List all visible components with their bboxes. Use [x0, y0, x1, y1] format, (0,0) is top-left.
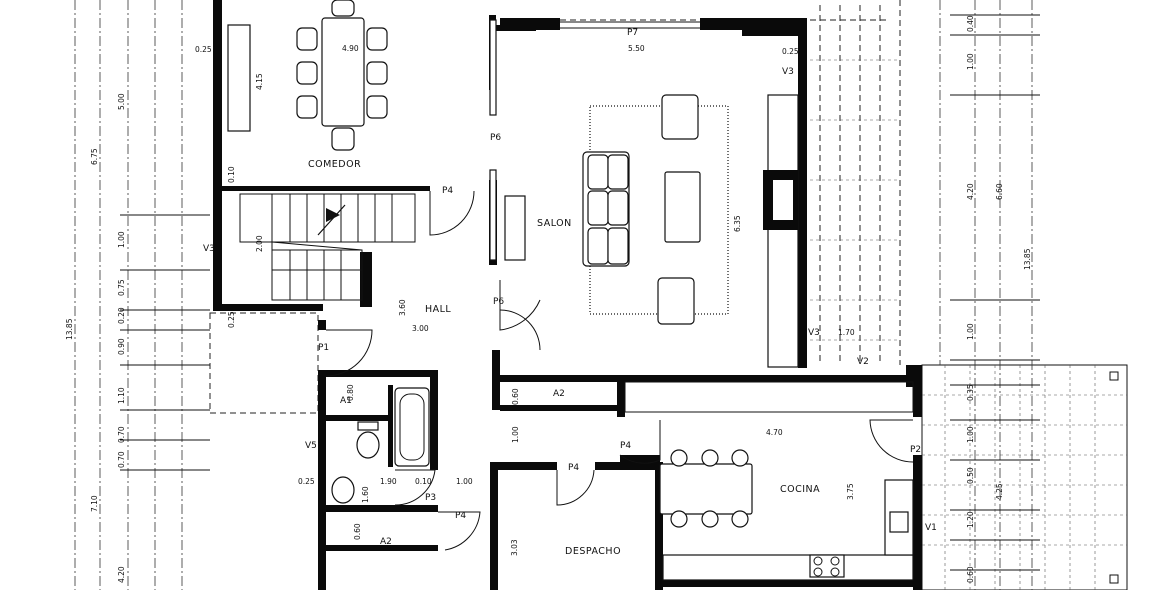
dim-left-500: 5.00 — [117, 93, 126, 110]
dim-025v: 0.25 — [227, 311, 236, 328]
window-label-v3-left: V3 — [203, 244, 215, 254]
dim-490: 4.90 — [342, 44, 359, 53]
dim-left-675: 6.75 — [90, 148, 99, 165]
dim-left-100: 1.00 — [117, 231, 126, 248]
dim-470: 4.70 — [766, 428, 783, 437]
dim-415: 4.15 — [255, 73, 264, 90]
dim-right-100b: 1.00 — [966, 323, 975, 340]
walls — [213, 0, 922, 590]
dim-right-060: 0.60 — [966, 566, 975, 583]
door-label-p7: P7 — [627, 28, 638, 38]
dim-080: 0.80 — [346, 384, 355, 401]
dim-025b: 0.25 — [195, 45, 212, 54]
dim-200: 2.00 — [255, 235, 264, 252]
interior-dimensions: 4.15 0.10 2.00 0.25 3.60 6.35 0.60 0.60 … — [227, 73, 855, 556]
bathroom-fixtures — [331, 387, 430, 504]
right-dimensions: 0.40 1.00 4.20 6.60 13.85 1.00 0.35 1.00… — [966, 15, 1032, 583]
dim-left-020: 0.20 — [117, 307, 126, 324]
cabinet-label-a1: A1 — [340, 396, 352, 406]
dim-360: 3.60 — [398, 299, 407, 316]
dim-160: 1.60 — [361, 486, 370, 503]
dim-100: 1.00 — [456, 477, 473, 486]
room-label-cocina: COCINA — [780, 484, 820, 495]
dim-025a: 0.25 — [782, 47, 799, 56]
living-room-set — [504, 94, 799, 368]
door-label-p2: P2 — [910, 445, 921, 455]
cabinet-label-a2-hall: A2 — [553, 389, 565, 399]
kitchen-fixtures — [659, 449, 914, 581]
door-swings — [325, 19, 914, 551]
room-labels: COMEDOR SALON HALL COCINA DESPACHO — [308, 159, 820, 557]
dim-right-120: 1.20 — [966, 511, 975, 528]
opening-labels: P7 P6 P6 P4 P1 P4 P4 P4 P3 P2 V3 V3 V3 V… — [203, 28, 937, 547]
dim-190: 1.90 — [380, 477, 397, 486]
dim-060b: 0.60 — [353, 523, 362, 540]
dim-060a: 0.60 — [511, 388, 520, 405]
dim-left-090: 0.90 — [117, 338, 126, 355]
door-label-p4-kitchen: P4 — [620, 441, 631, 451]
door-label-p3: P3 — [425, 493, 436, 503]
dining-set — [227, 0, 388, 151]
dim-550: 5.50 — [628, 44, 645, 53]
dim-left-420: 4.20 — [117, 566, 126, 583]
window-label-v3-right: V3 — [808, 328, 820, 338]
dim-170: 1.70 — [838, 328, 855, 337]
dim-left-110: 1.10 — [117, 387, 126, 404]
door-label-p4-office: P4 — [568, 463, 579, 473]
dim-right-100: 1.00 — [966, 53, 975, 70]
dim-right-420: 4.20 — [966, 183, 975, 200]
dim-303: 3.03 — [510, 539, 519, 556]
horizontal-dimensions: 4.90 5.50 3.00 4.70 1.70 0.25 0.25 0.25 … — [195, 44, 855, 486]
door-label-p6-top: P6 — [490, 133, 501, 143]
staircase — [239, 193, 416, 301]
dim-025c: 0.25 — [298, 477, 315, 486]
window-label-v5: V5 — [305, 441, 317, 451]
terrace-grid — [209, 0, 1128, 590]
dim-left-070: 0.70 — [117, 426, 126, 443]
left-dimensions: 5.00 6.75 1.00 0.75 0.20 0.90 1.10 0.70 … — [65, 93, 126, 583]
dim-right-040: 0.40 — [966, 15, 975, 32]
dim-right-050: 0.50 — [966, 467, 975, 484]
window-label-v2: V2 — [857, 357, 869, 367]
window-label-v1: V1 — [925, 523, 937, 533]
dim-left-710: 7.10 — [90, 495, 99, 512]
door-label-p1: P1 — [318, 343, 329, 353]
dim-010: 0.10 — [415, 477, 432, 486]
dim-right-425: 4.25 — [995, 483, 1004, 500]
dim-635: 6.35 — [733, 215, 742, 232]
dim-right-100c: 1.00 — [966, 426, 975, 443]
dim-100v: 1.00 — [511, 426, 520, 443]
dim-right-035: 0.35 — [966, 384, 975, 401]
door-label-p4-bath: P4 — [455, 511, 466, 521]
dim-300: 3.00 — [412, 324, 429, 333]
window-label-v3-top: V3 — [782, 67, 794, 77]
dim-left-1385: 13.85 — [65, 318, 74, 340]
room-label-salon: SALON — [537, 218, 572, 229]
room-label-comedor: COMEDOR — [308, 159, 361, 170]
door-label-p6-mid: P6 — [493, 297, 504, 307]
dim-010v: 0.10 — [227, 166, 236, 183]
dim-left-070b: 0.70 — [117, 451, 126, 468]
door-label-p4-stair: P4 — [442, 186, 453, 196]
dim-375: 3.75 — [846, 483, 855, 500]
dim-right-1385: 13.85 — [1023, 248, 1032, 270]
cabinet-label-a2-bath: A2 — [380, 537, 392, 547]
dim-left-075: 0.75 — [117, 279, 126, 296]
dim-right-660: 6.60 — [995, 183, 1004, 200]
room-label-hall: HALL — [425, 304, 451, 315]
room-label-despacho: DESPACHO — [565, 546, 621, 557]
dimension-lines — [74, 0, 1040, 590]
